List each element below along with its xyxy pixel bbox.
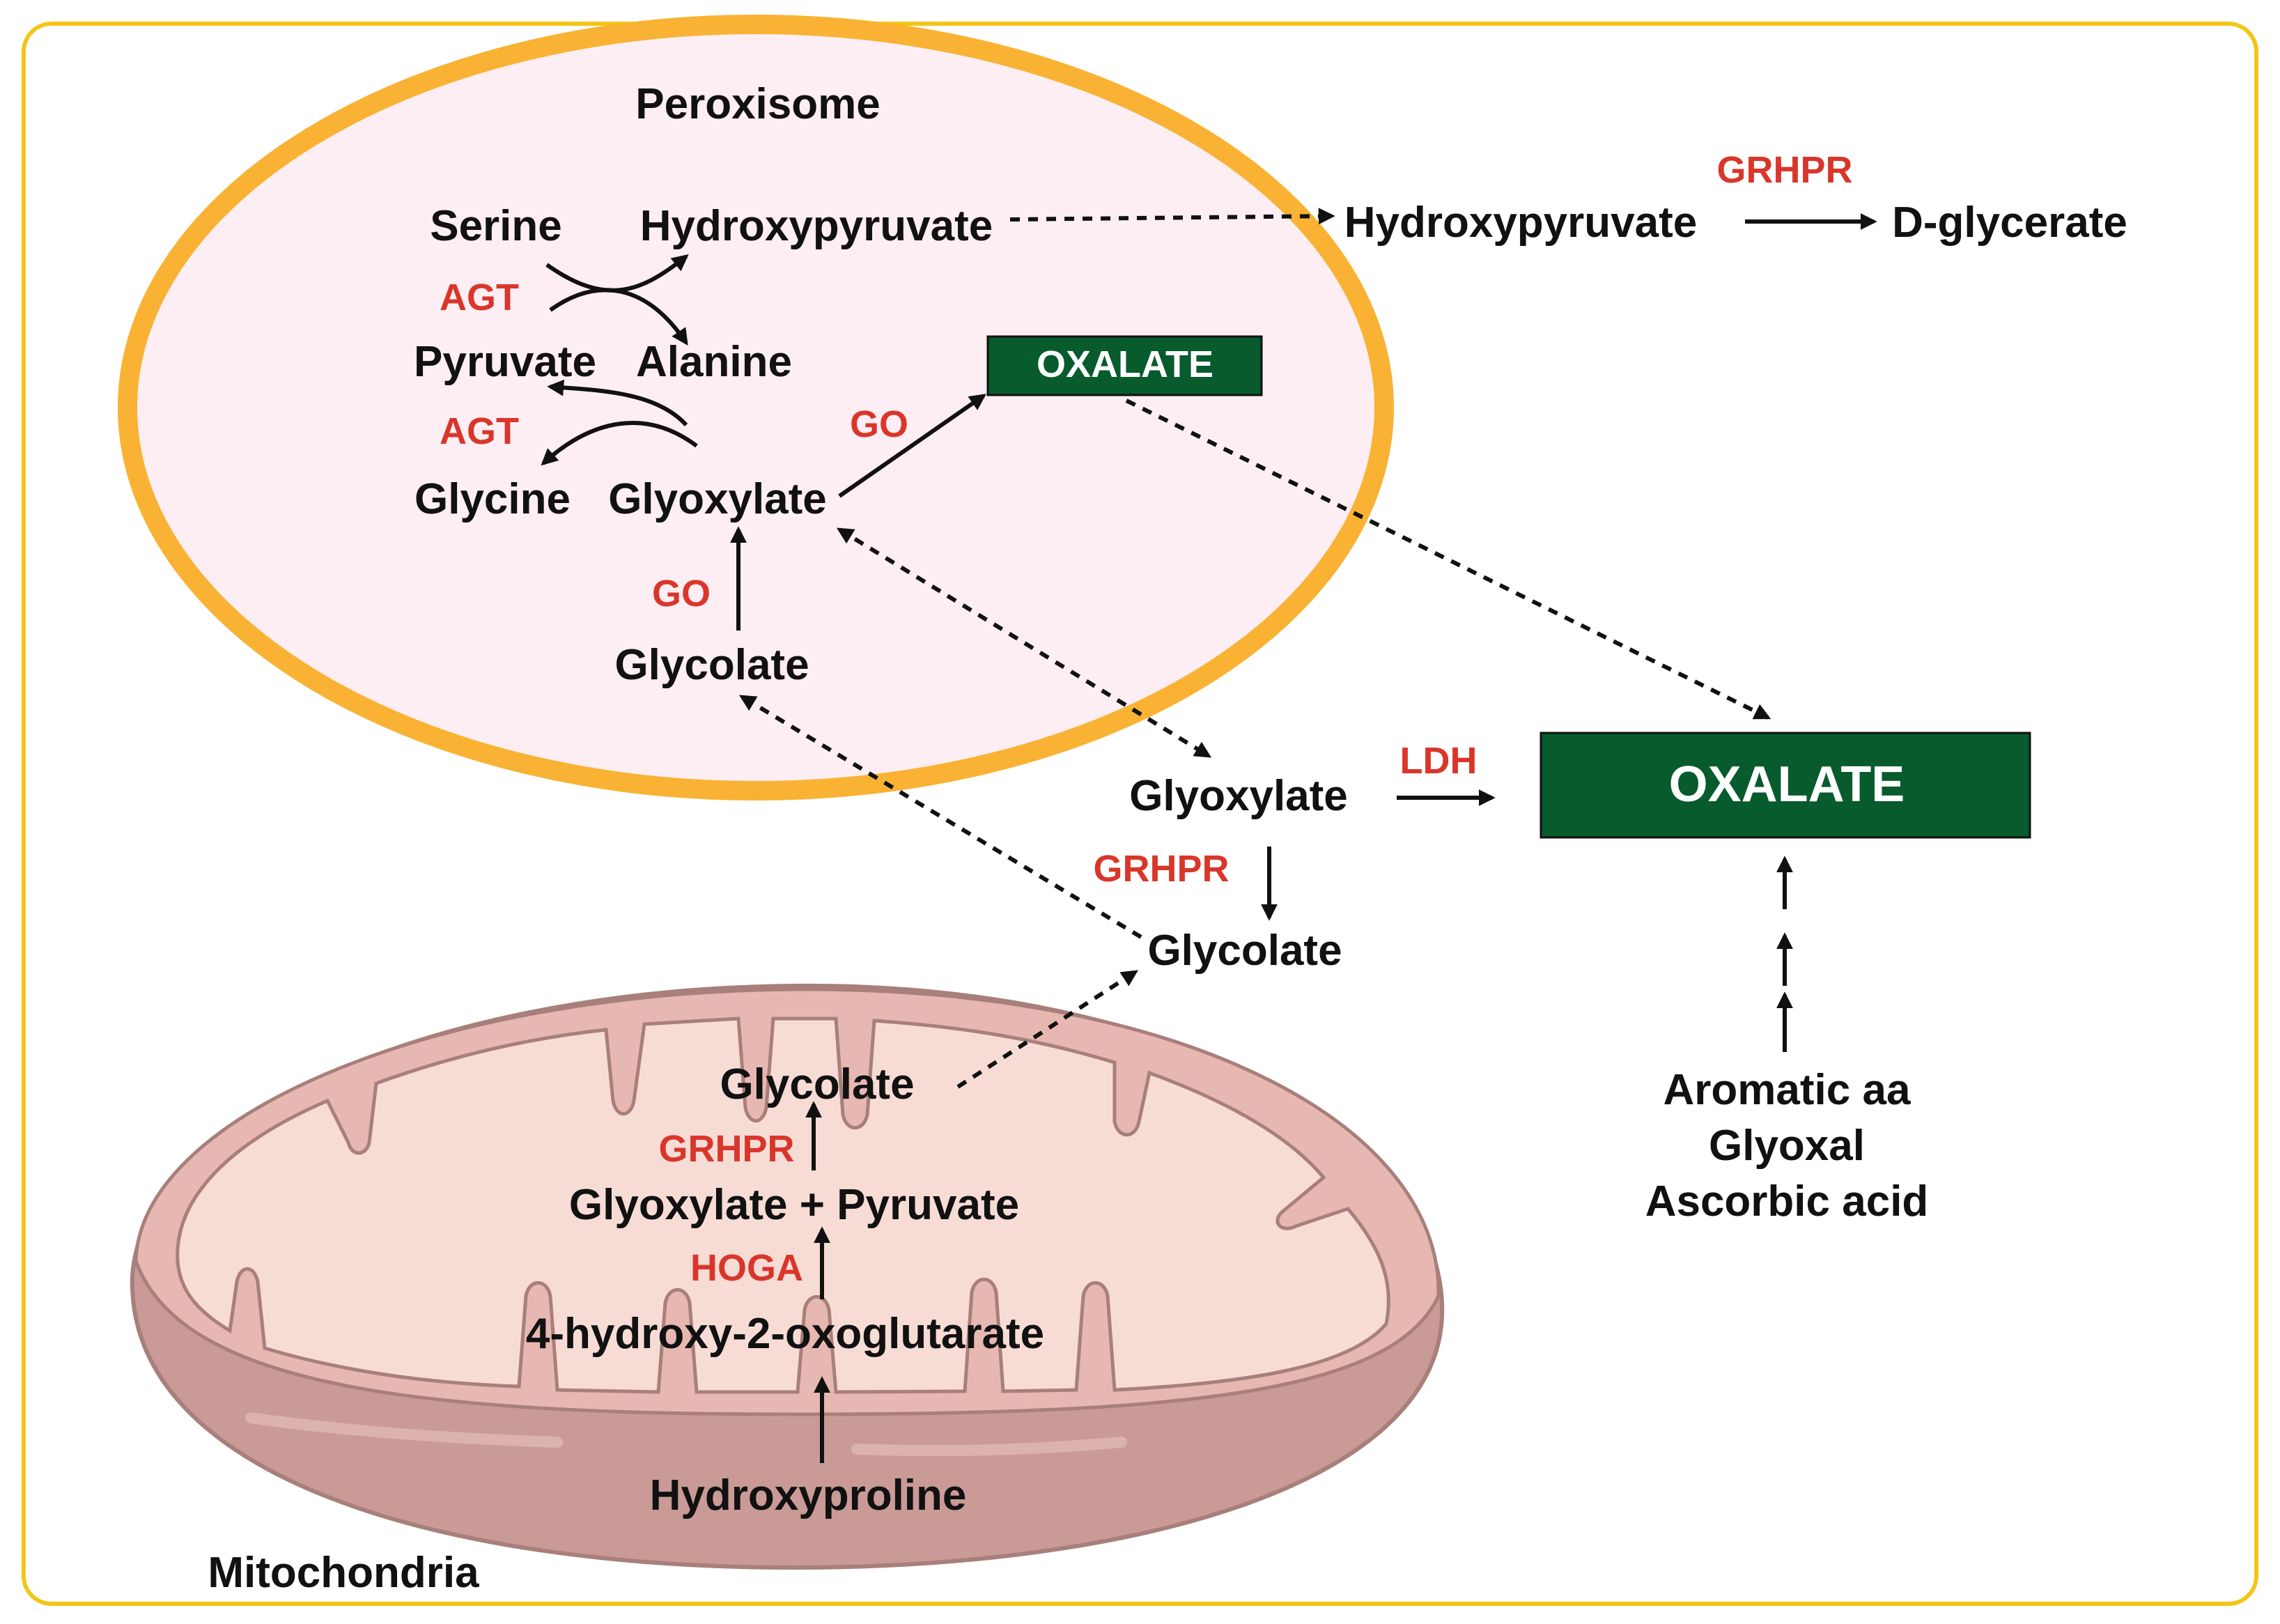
- glyoxylate-pyruvate-label: Glyoxylate + Pyruvate: [569, 1181, 1019, 1229]
- hydroxyproline-label: Hydroxyproline: [650, 1471, 967, 1519]
- d-glycerate-label: D-glycerate: [1892, 199, 2127, 247]
- arrow-glyoxylate-to-glycine: [541, 421, 698, 466]
- agt-enzyme-label-2: AGT: [440, 410, 519, 452]
- oxalate-label-main: OXALATE: [1669, 757, 1905, 812]
- agt-enzyme-label-1: AGT: [440, 277, 519, 318]
- go-enzyme-label-1: GO: [850, 403, 908, 445]
- precursor-ascorbic-acid: Ascorbic acid: [1645, 1177, 1929, 1225]
- grhpr-enzyme-label-mid: GRHPR: [1093, 848, 1229, 890]
- alanine-label: Alanine: [636, 338, 792, 386]
- solid-arrows: [541, 213, 1877, 1463]
- cytosol-glyoxylate-label: Glyoxylate: [1129, 772, 1348, 820]
- peroxisome-label: Peroxisome: [635, 80, 881, 128]
- mitochondrion-highlight-left: [245, 1412, 563, 1448]
- pyruvate-label: Pyruvate: [414, 338, 596, 386]
- precursor-aromatic-aa: Aromatic aa: [1664, 1066, 1911, 1114]
- oxalate-box-main: [1540, 732, 2031, 839]
- arrow-glyoxylate-to-oxalate: [838, 394, 986, 498]
- arrow-hydroxypyruvate-to-alanine: [549, 288, 688, 346]
- mitochondrion-cristae: [176, 1016, 1390, 1394]
- ldh-enzyme-label: LDH: [1400, 740, 1478, 782]
- peroxisome-hydroxypyruvate-label: Hydroxypyruvate: [640, 202, 993, 250]
- glycine-label: Glycine: [414, 475, 571, 523]
- dashed-arrows: [738, 208, 1771, 1089]
- go-enzyme-label-2: GO: [652, 573, 711, 614]
- mitochondria-label: Mitochondria: [208, 1549, 479, 1597]
- peroxisome-glyoxylate-label: Glyoxylate: [608, 475, 827, 523]
- oxalate-label-peroxisome: OXALATE: [1037, 343, 1213, 385]
- oxalate-box-peroxisome: [986, 335, 1263, 396]
- precursor-glyoxal: Glyoxal: [1709, 1122, 1865, 1170]
- cytosol-hydroxypyruvate-label: Hydroxypyruvate: [1344, 199, 1698, 247]
- mito-glycolate-label: Glycolate: [720, 1060, 914, 1108]
- peroxisome-glycolate-label: Glycolate: [614, 641, 809, 689]
- cytosol-glycolate-label: Glycolate: [1147, 927, 1342, 975]
- arrow-alanine-to-pyruvate: [547, 379, 688, 427]
- mito-grhpr-enzyme-label: GRHPR: [658, 1128, 794, 1170]
- mitochondrion: [130, 983, 1445, 1570]
- mitochondrion-highlight-right: [851, 1437, 1127, 1456]
- hoga-enzyme-label: HOGA: [690, 1247, 803, 1289]
- grhpr-enzyme-label-top: GRHPR: [1716, 149, 1852, 191]
- dashed-glycolate-import: [738, 695, 1142, 939]
- serine-label: Serine: [430, 202, 562, 250]
- hog-label: 4-hydroxy-2-oxoglutarate: [526, 1310, 1044, 1358]
